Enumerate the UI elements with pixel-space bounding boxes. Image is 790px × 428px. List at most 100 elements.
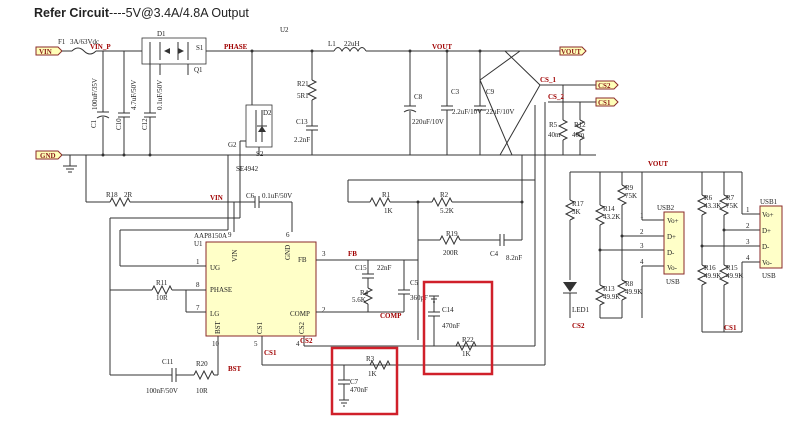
pin-comp: COMP	[290, 310, 310, 318]
usb1-vo-minus: Vo-	[762, 259, 773, 267]
pin-cs1: CS1	[256, 321, 264, 334]
c15-value: 22nF	[377, 264, 392, 272]
port-vin	[35, 46, 63, 56]
c15-label: C15	[355, 264, 367, 272]
c11-value: 100nF/50V	[146, 387, 178, 395]
u1-label: U1	[194, 240, 203, 248]
usb1-d-minus: D-	[762, 243, 770, 251]
circuit-title: Refer Circuit----5V@3.4A/4.8A Output	[34, 6, 249, 20]
c5-value: 360pF	[410, 294, 428, 302]
net-cs2-led: CS2	[572, 322, 585, 330]
r14-value: 43.2K	[603, 213, 620, 221]
r17-label: R17	[572, 200, 584, 208]
pin-num-8: 8	[196, 281, 200, 289]
s2-label: S2	[256, 150, 264, 158]
net-comp: COMP	[380, 312, 402, 320]
r20-value: 10R	[196, 387, 208, 395]
usb2-pin-3: 3	[640, 242, 644, 250]
usb1-pin-3: 3	[746, 238, 750, 246]
u1-part: AAP8150A	[194, 232, 227, 240]
port-vin-label: VIN	[39, 48, 52, 56]
r22-label: R22	[462, 336, 474, 344]
low-side-fet: D2 G2 S2 SE4942	[228, 49, 273, 173]
port-vout	[559, 46, 587, 56]
q1-label: Q1	[194, 66, 203, 74]
pin-num-6: 6	[286, 231, 290, 239]
r13-value: 49.9K	[603, 293, 620, 301]
pin-num-2: 2	[322, 306, 326, 314]
g2-label: G2	[228, 141, 237, 149]
pin-num-1: 1	[196, 258, 200, 266]
net-vout-usb: VOUT	[648, 160, 668, 168]
usb2-pin-2: 2	[640, 228, 644, 236]
usb2-d-plus: D+	[667, 233, 676, 241]
r9-label: R9	[625, 184, 634, 192]
r19-label: R19	[446, 230, 458, 238]
usb1-vo-plus: Vo+	[762, 211, 774, 219]
fuse-f1	[71, 47, 97, 55]
chip-u1: AAP8150A U1 UG PHASE LG FB COMP VIN GND …	[194, 231, 326, 348]
r20-label: R20	[196, 360, 208, 368]
c5-label: C5	[410, 279, 419, 287]
chip-right-wiring: FB COMP C15 22nF R4 5.6K C5 360pF CS1 CS…	[261, 102, 546, 366]
r8-value: 49.9K	[625, 288, 642, 296]
port-cs1-label: CS1	[598, 99, 611, 107]
c10-label: C10	[115, 118, 123, 130]
l1-label: L1	[328, 40, 336, 48]
usb2-vo-minus: Vo-	[667, 264, 678, 272]
c8-label: C8	[414, 93, 423, 101]
pin-cs2: CS2	[298, 321, 306, 334]
r3-value: 1K	[368, 370, 377, 378]
r9-value: 75K	[625, 192, 637, 200]
snubber-r21-c13: R21 5R1 C13 2.2nF	[294, 49, 318, 155]
highlight-box-1	[422, 280, 494, 376]
q1-pin-d: D1	[157, 30, 166, 38]
net-fb: FB	[348, 250, 357, 258]
c1-label: C1	[90, 119, 98, 128]
pin-fb: FB	[298, 256, 307, 264]
net-cs1-usb: CS1	[724, 324, 737, 332]
port-cs2	[595, 80, 619, 90]
r16-label: R16	[704, 264, 716, 272]
highlight-c7-r3: C7 470nF R3 1K	[330, 346, 399, 416]
net-bst: BST	[228, 365, 242, 373]
c10-value: 4.7uF/50V	[130, 80, 138, 110]
net-vout: VOUT	[432, 43, 452, 51]
c3-label: C3	[451, 88, 460, 96]
port-gnd	[35, 150, 63, 160]
r21-label: R21	[297, 80, 309, 88]
usb2-label: USB2	[657, 204, 675, 212]
r18-value: 2R	[124, 191, 133, 199]
c7-label: C7	[350, 378, 359, 386]
r17-value: 3K	[572, 208, 581, 216]
c14-label: C14	[442, 306, 454, 314]
pin-num-4: 4	[296, 340, 300, 348]
r13-label: R13	[603, 285, 615, 293]
c11-label: C11	[162, 358, 174, 366]
r15-label: R15	[726, 264, 738, 272]
c12-label: C12	[141, 118, 149, 130]
r21-value: 5R1	[297, 92, 309, 100]
pin-vin: VIN	[231, 250, 239, 262]
port-vout-label: VOUT	[561, 48, 581, 56]
usb2-pin-4: 4	[640, 258, 644, 266]
c4-value: 8.2nF	[506, 254, 522, 262]
c4-label: C4	[490, 250, 499, 258]
c1-value: 100uF/35V	[91, 78, 99, 110]
net-cs2: CS_2	[548, 93, 564, 101]
title-bold: Refer Circuit	[34, 6, 110, 20]
c9-value: 22uF/10V	[486, 108, 514, 116]
d2-label: D2	[263, 109, 272, 117]
c6-value: 0.1uF/50V	[262, 192, 292, 200]
r2-value: 5.2K	[440, 207, 454, 215]
output-capacitors: C8 220uF/10V C3 2.2uF/10V C9 22uF/10V	[403, 49, 514, 155]
pin-ug: UG	[210, 264, 220, 272]
led-label: LED1	[572, 306, 590, 314]
u2-label: U2	[280, 26, 289, 34]
r11-label: R11	[156, 279, 168, 287]
r19-value: 200R	[443, 249, 459, 257]
r3-label: R3	[366, 355, 375, 363]
f1-label: F1	[58, 38, 66, 46]
r5-value: 40m	[548, 131, 561, 139]
